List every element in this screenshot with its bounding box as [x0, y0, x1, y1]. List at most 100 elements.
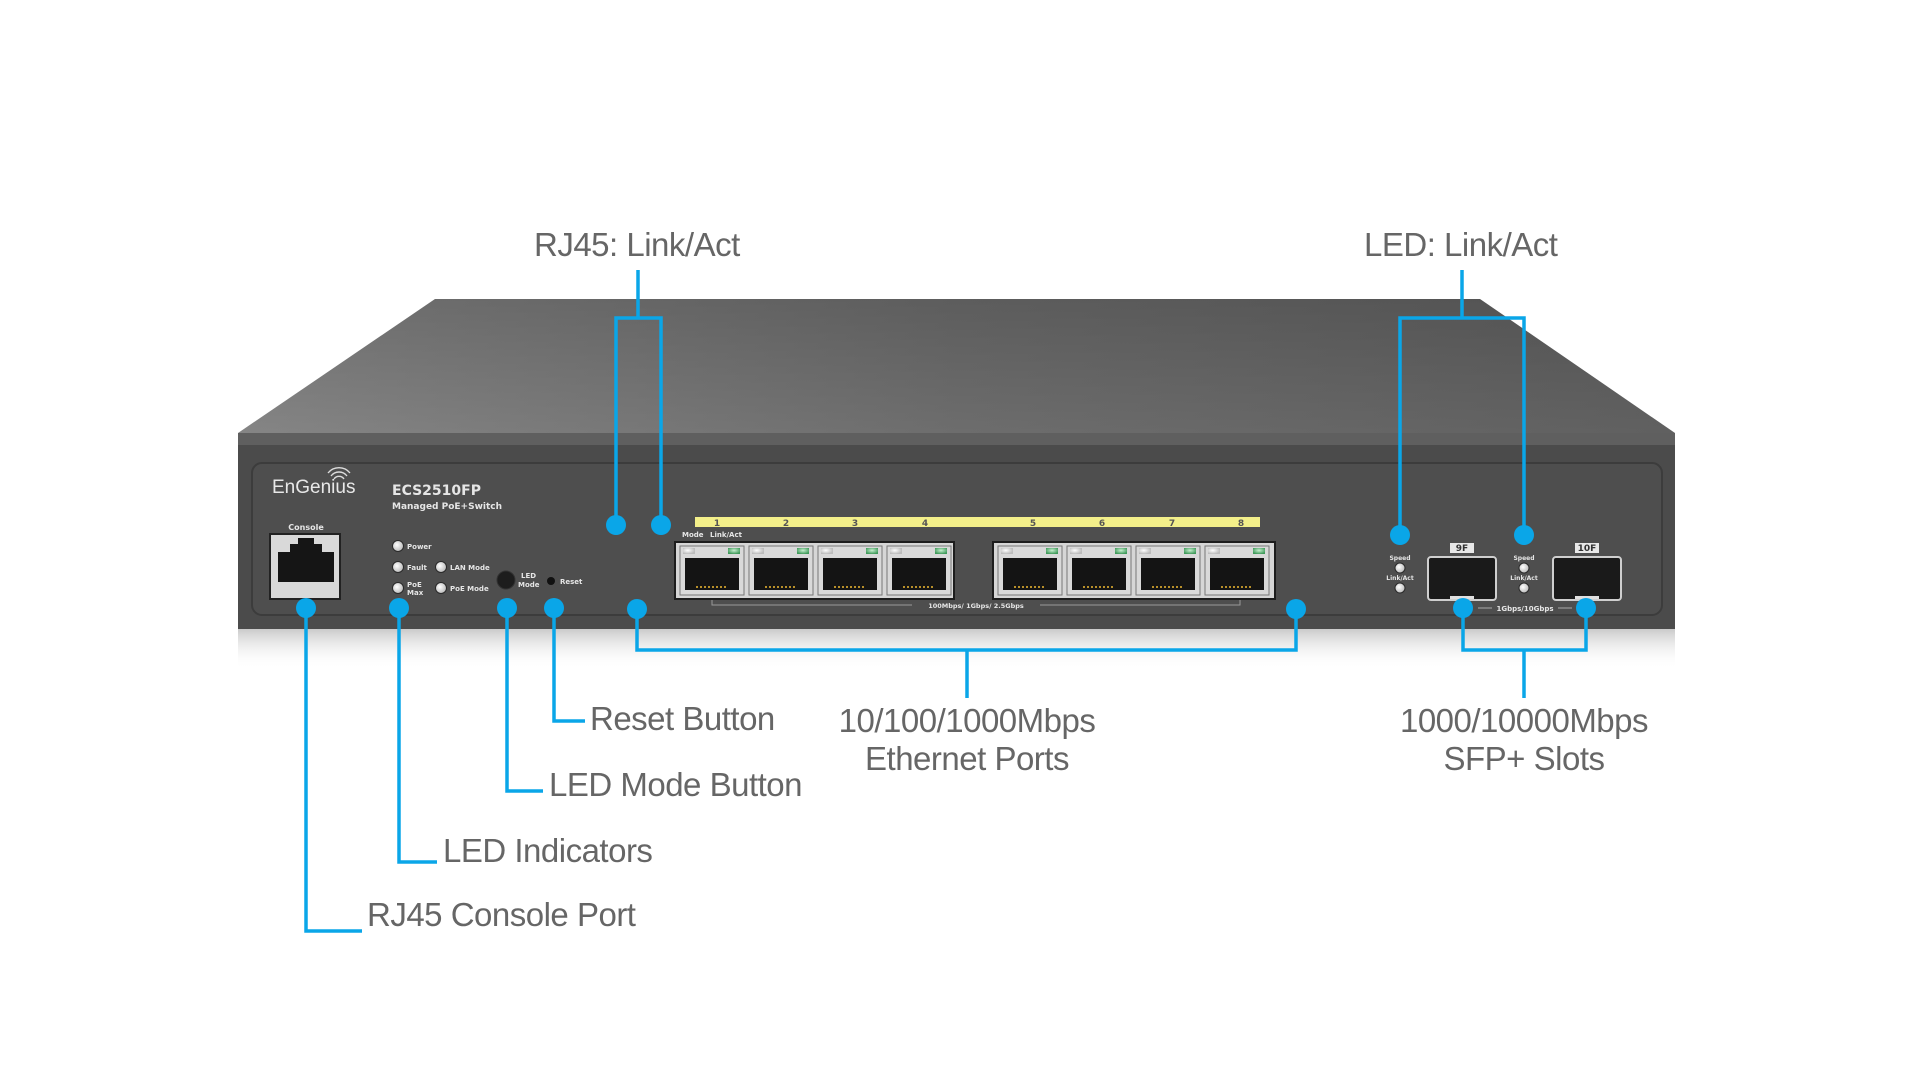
mode-led-icon [821, 548, 833, 554]
mode-led-icon [683, 548, 695, 554]
link-act-led-icon [935, 548, 947, 554]
sfp-label-bg [1575, 543, 1599, 553]
callout-dot [296, 598, 316, 618]
sfp-linkact-led-label: Link/Act [1510, 575, 1538, 582]
callout-dot [389, 598, 409, 618]
sfp-linkact-led-icon [1518, 582, 1530, 594]
console-label: Console [288, 523, 324, 532]
port-number-6: 6 [1099, 519, 1105, 529]
led-power-label: Power [407, 543, 432, 551]
reset-label: Reset [560, 578, 583, 586]
port-number-1: 1 [714, 519, 720, 529]
led-mode-label-1: LED [521, 572, 536, 580]
led-mode-button[interactable] [496, 570, 516, 590]
link-act-led-icon [728, 548, 740, 554]
leader-reset-button [552, 608, 585, 723]
wifi-logo-icon [327, 467, 351, 480]
leader-led-indicators [397, 608, 437, 864]
sfp-linkact-led-label: Link/Act [1386, 575, 1414, 582]
port-number-4: 4 [922, 519, 928, 529]
led-poe-max-label: Max [407, 589, 424, 597]
link-act-led-icon [1184, 548, 1196, 554]
led-poe-max-icon [392, 582, 404, 594]
model-subtitle: Managed PoE+Switch [392, 502, 502, 512]
callout-sfp-slots-2: SFP+ Slots [1443, 740, 1605, 777]
rj45-port-3[interactable] [817, 545, 883, 596]
link-act-led-icon [866, 548, 878, 554]
rj45-port-1[interactable] [679, 545, 745, 596]
rj45-port-2[interactable] [748, 545, 814, 596]
mode-led-icon [1070, 548, 1082, 554]
rj45-speed-label: 100Mbps/ 1Gbps/ 2.5Gbps [928, 602, 1024, 610]
led-mode-label-2: Mode [518, 581, 540, 589]
callout-dot [606, 515, 626, 535]
callout-reset-button: Reset Button [590, 700, 775, 737]
mode-led-icon [1139, 548, 1151, 554]
leader-sfp-slots [1461, 608, 1588, 698]
mode-led-icon [890, 548, 902, 554]
port-header-mode: Mode [682, 531, 704, 539]
callout-dot [497, 598, 517, 618]
leader-led-link-act [1398, 270, 1526, 535]
led-poe-mode-icon [435, 582, 447, 594]
rj45-port-5[interactable] [997, 545, 1063, 596]
port-header-linkact: Link/Act [710, 531, 743, 539]
callout-rj45-link-act: RJ45: Link/Act [534, 226, 740, 263]
sfp-port-label-10F: 10F [1578, 544, 1597, 554]
port-number-2: 2 [783, 519, 789, 529]
port-number-3: 3 [852, 519, 858, 529]
callout-ethernet-ports-1: 10/100/1000Mbps [838, 702, 1096, 739]
callout-led-mode-button: LED Mode Button [549, 766, 803, 803]
leader-console-port [304, 608, 362, 933]
callout-led-link-act: LED: Link/Act [1364, 226, 1558, 263]
mode-led-icon [1001, 548, 1013, 554]
led-poe-max-label: PoE [407, 581, 422, 589]
rj45-port-6[interactable] [1066, 545, 1132, 596]
led-power-icon [392, 540, 404, 552]
sfp-label-bg [1450, 543, 1474, 553]
callout-dot [651, 515, 671, 535]
leader-ethernet-ports [635, 609, 1298, 698]
sfp-speed-led-icon [1518, 562, 1530, 574]
chassis-top-lip [238, 433, 1675, 445]
link-act-led-icon [1253, 548, 1265, 554]
reset-button[interactable] [547, 577, 555, 585]
chassis-top-shade [238, 299, 1675, 433]
link-act-led-icon [1115, 548, 1127, 554]
callout-dot [544, 598, 564, 618]
port-number-strip [695, 517, 1260, 527]
console-port[interactable] [269, 533, 341, 600]
link-act-led-icon [797, 548, 809, 554]
brand-logo: EnGenius [272, 477, 355, 498]
callout-led-indicators: LED Indicators [443, 832, 653, 869]
sfp-speed-label: 1Gbps/10Gbps [1496, 605, 1553, 613]
sfp-speed-label-bg [1492, 603, 1558, 613]
sfp-slot-10F[interactable] [1552, 556, 1622, 601]
rj45-port-8[interactable] [1204, 545, 1270, 596]
callout-console-port: RJ45 Console Port [367, 896, 636, 933]
callout-dot [1453, 598, 1473, 618]
rj45-port-7[interactable] [1135, 545, 1201, 596]
sfp-port-label-9F: 9F [1456, 544, 1468, 554]
sfp-slot-9F[interactable] [1427, 556, 1497, 601]
callout-dot [1390, 525, 1410, 545]
led-poe-mode-label: PoE Mode [450, 585, 489, 593]
link-act-led-icon [1046, 548, 1058, 554]
sfp-linkact-led-icon [1394, 582, 1406, 594]
led-fault-label: Fault [407, 564, 427, 572]
model-name: ECS2510FP [392, 483, 481, 499]
leader-led-mode-button [505, 608, 543, 793]
callout-dot [1286, 599, 1306, 619]
front-panel-inset [251, 462, 1663, 616]
leader-rj45-link-act [614, 270, 663, 525]
led-fault-icon [392, 561, 404, 573]
rj45-port-4[interactable] [886, 545, 952, 596]
sfp-speed-led-icon [1394, 562, 1406, 574]
mode-led-icon [1208, 548, 1220, 554]
rj45-speed-bracket [711, 600, 1241, 606]
port-number-5: 5 [1030, 519, 1036, 529]
sfp-speed-led-label: Speed [1389, 555, 1410, 562]
sfp-speed-led-label: Speed [1513, 555, 1534, 562]
port-number-8: 8 [1238, 519, 1244, 529]
